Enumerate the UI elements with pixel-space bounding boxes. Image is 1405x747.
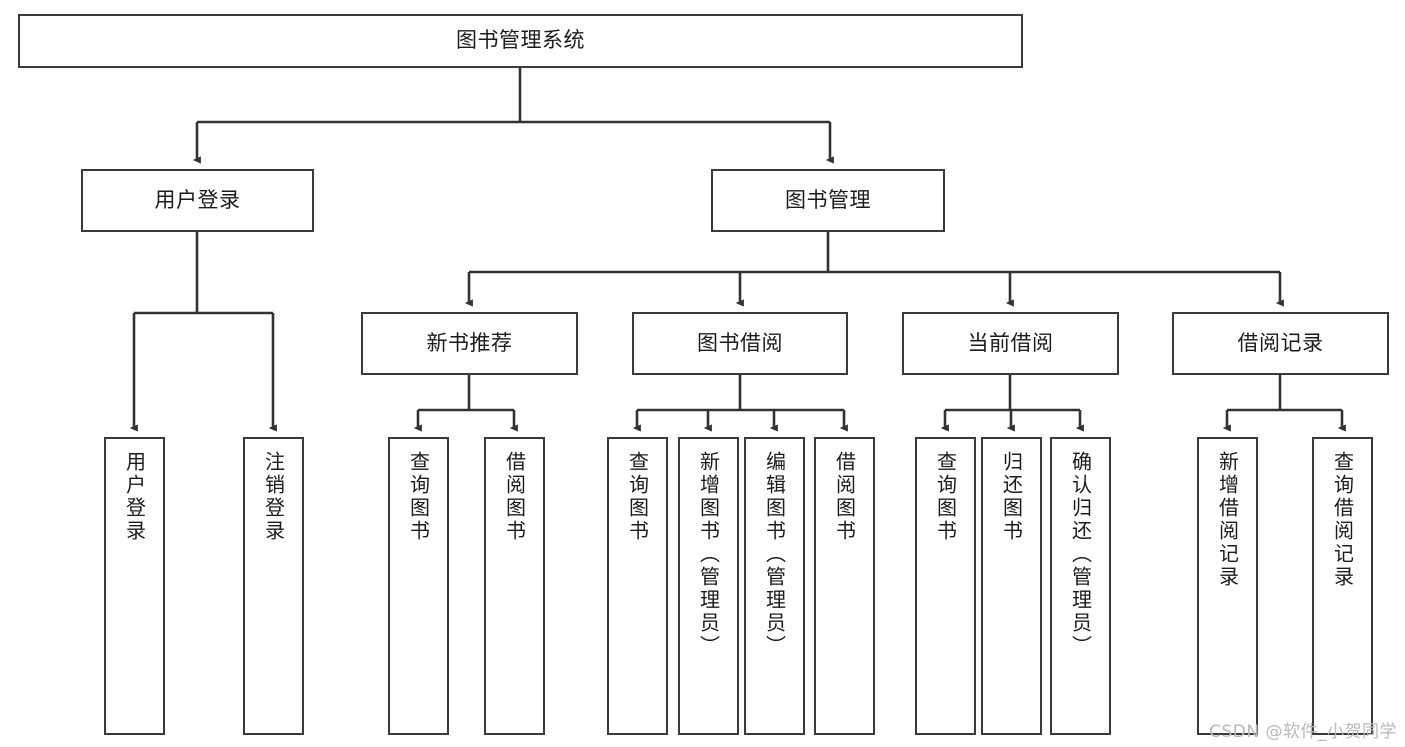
node-current-borrow-label: 当前借阅	[967, 330, 1054, 355]
node-leaf-query-book-3[interactable]: 查询图书	[915, 437, 976, 735]
node-leaf-confirm-return-label: 确认归还（管理员）	[1068, 451, 1093, 658]
node-root-label: 图书管理系统	[456, 28, 585, 53]
node-leaf-query-record-label: 查询借阅记录	[1330, 451, 1355, 589]
node-book-manage[interactable]: 图书管理	[711, 169, 945, 232]
node-current-borrow[interactable]: 当前借阅	[902, 312, 1119, 375]
node-leaf-query-book-1[interactable]: 查询图书	[388, 437, 449, 735]
node-leaf-add-record-label: 新增借阅记录	[1215, 451, 1240, 589]
node-user-login[interactable]: 用户登录	[81, 169, 314, 232]
node-borrow-record-label: 借阅记录	[1237, 330, 1324, 355]
node-borrow-record[interactable]: 借阅记录	[1172, 312, 1389, 375]
node-leaf-query-book-1-label: 查询图书	[406, 451, 431, 543]
node-leaf-edit-book-label: 编辑图书（管理员）	[762, 451, 787, 658]
node-book-manage-label: 图书管理	[785, 187, 871, 212]
node-leaf-query-book-2[interactable]: 查询图书	[607, 437, 668, 735]
node-new-book-rec-label: 新书推荐	[426, 330, 513, 355]
node-leaf-borrow-book-1-label: 借阅图书	[502, 451, 527, 543]
node-root[interactable]: 图书管理系统	[18, 14, 1023, 68]
node-leaf-add-book[interactable]: 新增图书（管理员）	[678, 437, 739, 735]
node-new-book-rec[interactable]: 新书推荐	[361, 312, 578, 375]
node-leaf-user-login[interactable]: 用户登录	[104, 437, 165, 735]
node-leaf-edit-book[interactable]: 编辑图书（管理员）	[744, 437, 805, 735]
node-leaf-add-book-label: 新增图书（管理员）	[696, 451, 721, 658]
node-leaf-confirm-return[interactable]: 确认归还（管理员）	[1050, 437, 1111, 735]
node-leaf-logout-label: 注销登录	[261, 451, 286, 543]
node-leaf-query-book-3-label: 查询图书	[933, 451, 958, 543]
node-leaf-query-book-2-label: 查询图书	[625, 451, 650, 543]
node-user-login-label: 用户登录	[154, 187, 241, 212]
node-leaf-user-login-label: 用户登录	[122, 451, 147, 543]
node-leaf-borrow-book-2[interactable]: 借阅图书	[814, 437, 875, 735]
node-leaf-borrow-book-2-label: 借阅图书	[832, 451, 857, 543]
node-book-borrow[interactable]: 图书借阅	[632, 312, 848, 375]
node-leaf-return-book[interactable]: 归还图书	[981, 437, 1042, 735]
node-leaf-query-record[interactable]: 查询借阅记录	[1312, 437, 1373, 735]
node-leaf-return-book-label: 归还图书	[999, 451, 1024, 543]
node-leaf-logout[interactable]: 注销登录	[243, 437, 304, 735]
node-book-borrow-label: 图书借阅	[697, 330, 783, 355]
node-leaf-borrow-book-1[interactable]: 借阅图书	[484, 437, 545, 735]
node-leaf-add-record[interactable]: 新增借阅记录	[1197, 437, 1258, 735]
